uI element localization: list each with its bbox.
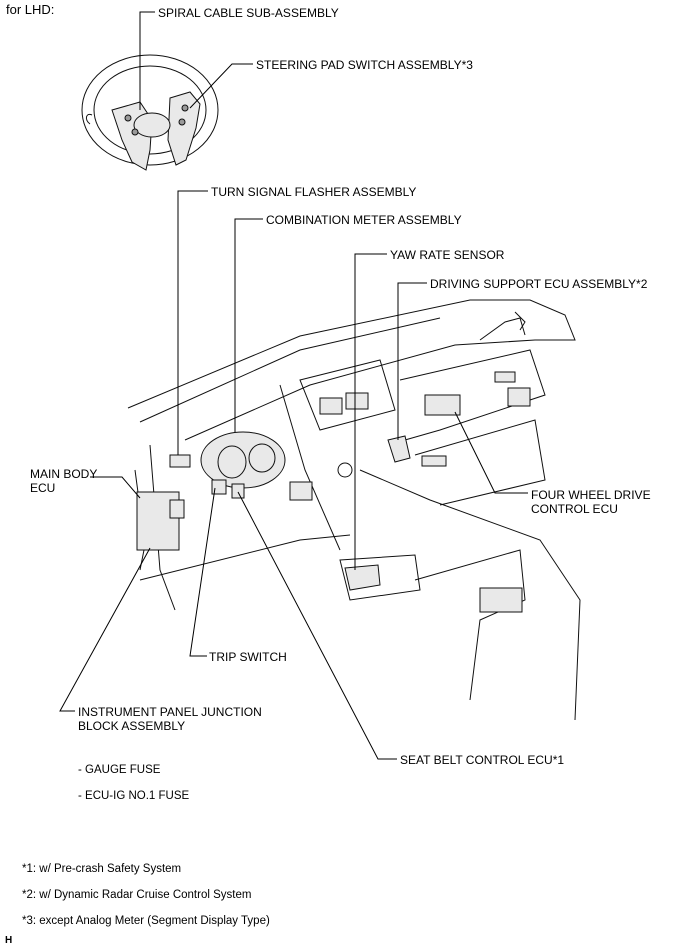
fuse-item: - GAUGE FUSE — [78, 764, 161, 776]
label-main-body-ecu-line1: MAIN BODY — [30, 467, 98, 481]
label-yaw-rate-sensor: YAW RATE SENSOR — [390, 248, 505, 262]
label-four-wheel-drive-line2: CONTROL ECU — [531, 502, 618, 516]
label-seat-belt-control-ecu: SEAT BELT CONTROL ECU*1 — [400, 753, 565, 767]
label-spiral-cable: SPIRAL CABLE SUB-ASSEMBLY — [158, 6, 339, 20]
label-main-body-ecu-line2: ECU — [30, 481, 56, 495]
label-four-wheel-drive-line1: FOUR WHEEL DRIVE — [531, 488, 651, 502]
footnote: *3: except Analog Meter (Segment Display… — [22, 915, 270, 927]
leader-lines — [59, 11, 528, 760]
page-title: for LHD: — [6, 2, 55, 17]
instrument-panel-drawing — [127, 299, 581, 721]
label-ipjb-line2: BLOCK ASSEMBLY — [78, 719, 186, 733]
label-ipjb-line1: INSTRUMENT PANEL JUNCTION — [78, 705, 262, 719]
label-steering-pad-switch: STEERING PAD SWITCH ASSEMBLY*3 — [256, 58, 473, 72]
label-driving-support-ecu: DRIVING SUPPORT ECU ASSEMBLY*2 — [430, 277, 648, 291]
corner-mark: H — [5, 935, 13, 946]
label-combination-meter: COMBINATION METER ASSEMBLY — [266, 213, 462, 227]
footnote: *2: w/ Dynamic Radar Cruise Control Syst… — [22, 889, 252, 901]
label-turn-signal-flasher: TURN SIGNAL FLASHER ASSEMBLY — [211, 185, 417, 199]
fuse-item: - ECU-IG NO.1 FUSE — [78, 790, 190, 802]
footnote: *1: w/ Pre-crash Safety System — [22, 863, 182, 875]
label-trip-switch: TRIP SWITCH — [209, 650, 287, 664]
steering-wheel-drawing — [81, 54, 219, 171]
